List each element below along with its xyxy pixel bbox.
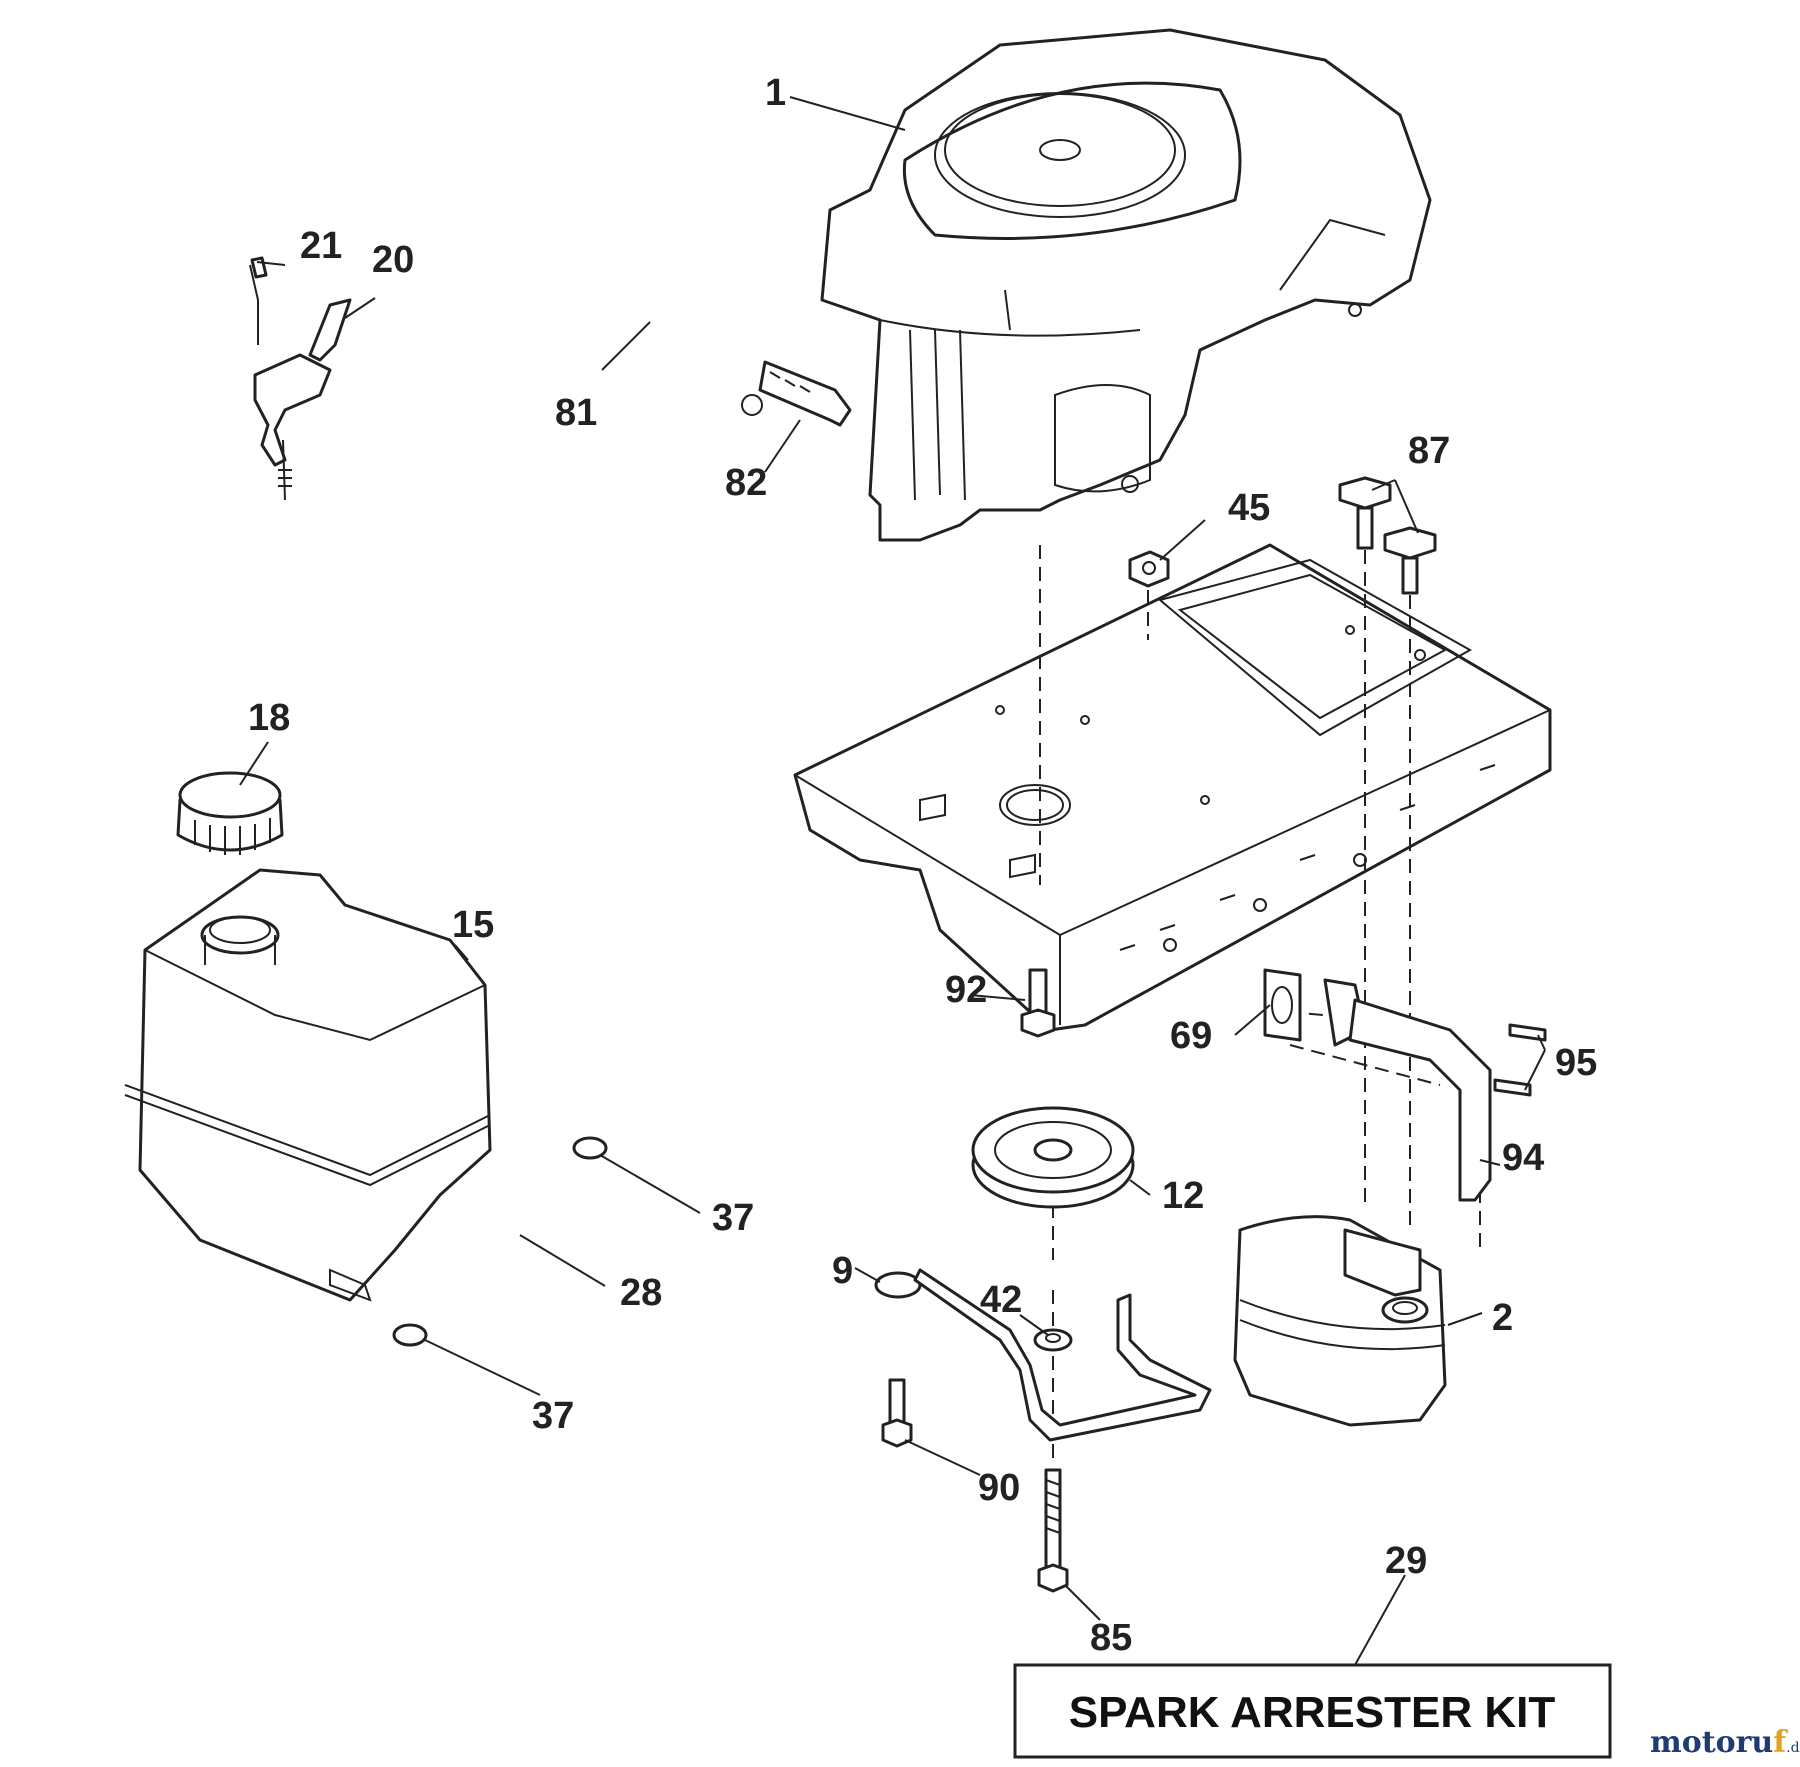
callout-37-lower: 37 [532,1395,574,1437]
pulley [971,1106,1135,1209]
callout-95: 95 [1555,1042,1597,1084]
fuel-line [536,293,759,359]
watermark-logo: motoruf.de [1650,1725,1800,1760]
callout-21: 21 [300,225,342,267]
svg-text:motoruf.de: motoruf.de [1650,1725,1800,1760]
kit-label: SPARK ARRESTER KIT [1069,1688,1556,1737]
exhaust-assembly [1263,968,1547,1202]
callout-94: 94 [1502,1137,1544,1179]
callout-numbers: 1 21 20 81 82 87 45 18 15 92 69 95 94 12… [248,72,1597,1659]
watermark-brand-accent: f [1773,1725,1788,1760]
callout-69: 69 [1170,1015,1212,1057]
callout-90: 90 [978,1467,1020,1509]
callout-81: 81 [555,392,597,434]
bracket-and-fasteners [874,1268,1212,1593]
fuel-hose [392,1136,608,1347]
callout-28: 28 [620,1272,662,1314]
throttle-control [249,256,352,501]
chassis-plate [793,543,1552,1032]
fuel-cap [176,771,284,855]
watermark-suffix: .de [1786,1740,1800,1756]
leader-lines [239,96,1546,1666]
engine [820,28,1432,542]
callout-82: 82 [725,462,767,504]
engine-bolts [1338,476,1437,595]
engine-nut [1128,550,1170,588]
callout-37-upper: 37 [712,1197,754,1239]
callout-9: 9 [832,1250,853,1292]
callout-29: 29 [1385,1540,1427,1582]
callout-87: 87 [1408,430,1450,472]
spark-arrester-kit-box: SPARK ARRESTER KIT [1013,1663,1612,1759]
callout-1: 1 [765,72,786,114]
callout-85: 85 [1090,1617,1132,1659]
fuel-tank [124,868,492,1302]
callout-20: 20 [372,239,414,281]
callout-2: 2 [1492,1297,1513,1339]
callout-92: 92 [945,969,987,1011]
callout-15: 15 [452,904,494,946]
muffler [1233,1215,1447,1427]
fuel-filter [741,360,852,427]
callout-18: 18 [248,697,290,739]
watermark-brand: motoru [1650,1725,1773,1760]
bolt-92 [1020,968,1056,1038]
callout-45: 45 [1228,487,1270,529]
callout-12: 12 [1162,1175,1204,1217]
callout-42: 42 [980,1279,1022,1321]
